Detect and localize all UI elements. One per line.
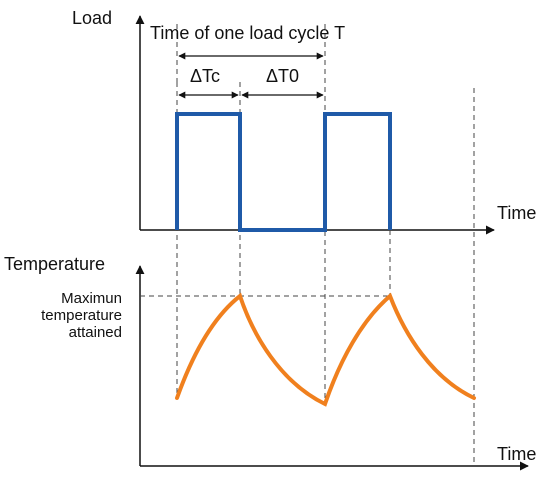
temperature-time-axis-label: Time — [497, 444, 536, 464]
off-interval-label: ΔT0 — [266, 66, 299, 86]
load-axis-label: Load — [72, 8, 112, 28]
max-temp-label-line2: temperature — [41, 307, 122, 324]
max-temp-label-line1: Maximun — [61, 290, 122, 307]
max-temp-label-line3: attained — [69, 324, 122, 341]
on-interval-label: ΔTc — [190, 66, 220, 86]
temperature-axis-label: Temperature — [4, 254, 105, 274]
load-time-axis-label: Time — [497, 203, 536, 223]
cycle-time-label: Time of one load cycle T — [150, 23, 345, 43]
load-square-wave — [175, 112, 392, 232]
temperature-curve — [175, 292, 476, 407]
